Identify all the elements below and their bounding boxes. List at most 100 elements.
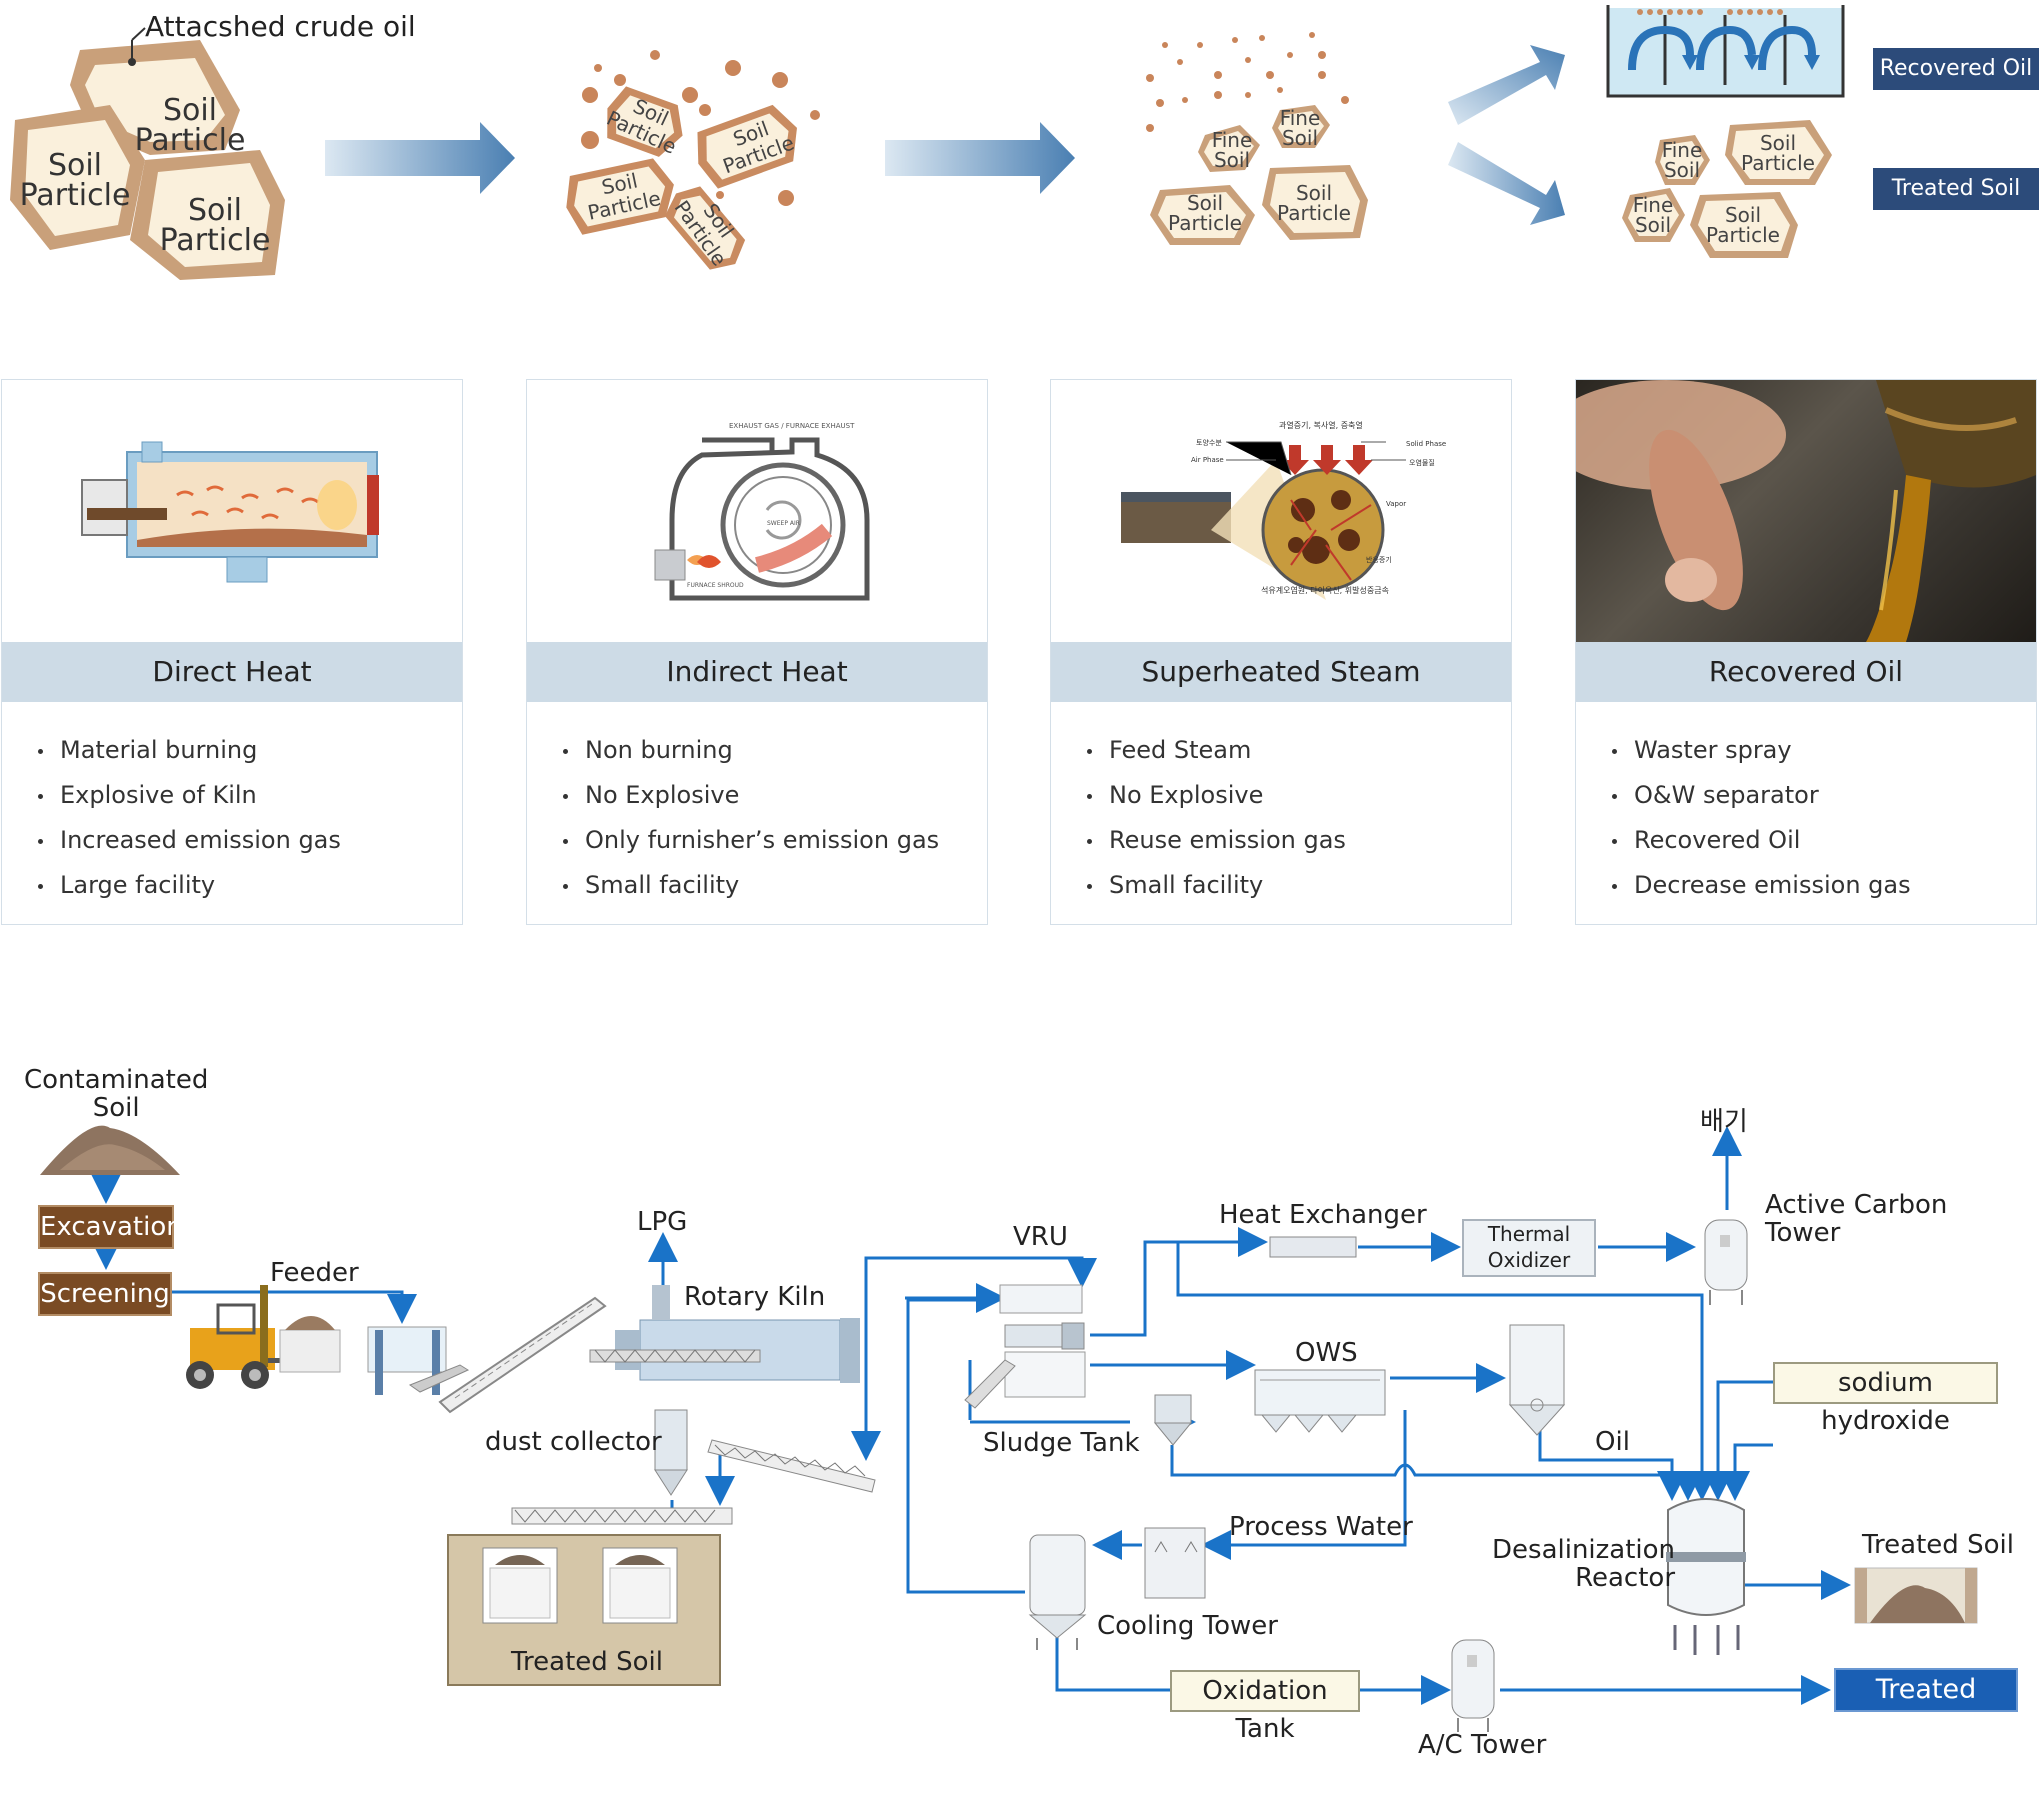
steam-right4-label: 반응증기 <box>1366 556 1392 564</box>
inclined-conveyor-icon <box>438 1296 607 1414</box>
cooling-tower-label: Cooling Tower <box>1097 1611 1278 1641</box>
treated-soil-pile-icon <box>1854 1567 1978 1624</box>
rotary-kiln-icon <box>589 1285 860 1383</box>
card-feature-list: Feed Steam No Explosive Reuse emission g… <box>1051 702 1511 908</box>
stage2-particles <box>566 50 820 270</box>
oil-separator-tank-icon <box>1606 5 1845 98</box>
ac-tower-label: A/C Tower <box>1418 1730 1547 1760</box>
treated-soil-storage-label: Treated Soil <box>511 1647 663 1677</box>
steam-right3-label: Vapor <box>1386 500 1407 508</box>
flow-arrow-up <box>1448 45 1565 125</box>
card-feature-list: Material burning Explosive of Kiln Incre… <box>2 702 462 908</box>
active-carbon-tower-icon <box>1704 1219 1748 1305</box>
steam-right2-label: 오염물질 <box>1409 459 1435 467</box>
card-direct-heat: Direct Heat Material burning Explosive o… <box>1 379 463 925</box>
oil-pour-photo <box>1576 380 2036 642</box>
card-feature: No Explosive <box>561 773 987 818</box>
desalinization-reactor-label: Desalinization Reactor <box>1492 1535 1676 1593</box>
vru-label: VRU <box>1013 1222 1068 1252</box>
card-feature: O&W separator <box>1610 773 2036 818</box>
contaminated-soil-label: Contaminated Soil <box>24 1065 209 1123</box>
flow-lines <box>91 1126 1851 1705</box>
excavation-step: Excavation <box>38 1205 183 1249</box>
steam-top-label: 과열증기, 복사열, 증축열 <box>1279 421 1363 430</box>
card-feature: Decrease emission gas <box>1610 863 2036 908</box>
process-flow-diagram <box>40 1125 1978 1732</box>
steam-right1-label: Solid Phase <box>1406 440 1447 448</box>
indirect-center-label: SWEEP AIR <box>767 520 800 527</box>
card-feature: Feed Steam <box>1085 728 1511 773</box>
card-feature: Material burning <box>36 728 462 773</box>
superheated-steam-illustration: 과열증기, 복사열, 증축열 토양수분 Air Phase Solid Phas… <box>1051 380 1511 642</box>
forklift-icon <box>186 1285 341 1389</box>
sludge-tank-label: Sludge Tank <box>983 1428 1140 1458</box>
screening-step: Screening <box>38 1272 172 1316</box>
treated-soil-right-label: Treated Soil <box>1862 1530 2014 1560</box>
card-feature-list: Non burning No Explosive Only furnisher’… <box>527 702 987 908</box>
stage3-particles <box>1146 32 1368 245</box>
flow-arrow-2 <box>885 122 1075 194</box>
active-carbon-tower-label: Active Carbon Tower <box>1765 1190 1948 1248</box>
card-recovered-oil: Recovered Oil Waster spray O&W separator… <box>1575 379 2037 925</box>
dust-collector-icon <box>654 1409 688 1496</box>
card-title: Recovered Oil <box>1576 642 2036 702</box>
ac-tower-icon <box>1451 1639 1495 1732</box>
card-feature: Large facility <box>36 863 462 908</box>
steam-left2-label: Air Phase <box>1191 456 1224 464</box>
sludge-tank-icon <box>1153 1394 1193 1446</box>
process-water-label: Process Water <box>1229 1512 1413 1542</box>
oxidation-tank-box: Oxidation Tank <box>1170 1670 1360 1744</box>
discharge-conveyor-icon <box>707 1439 876 1493</box>
card-title: Indirect Heat <box>527 642 987 702</box>
lpg-label: LPG <box>637 1207 688 1237</box>
recovered-oil-badge: Recovered Oil <box>1873 48 2039 90</box>
rotary-kiln-label: Rotary Kiln <box>684 1282 826 1312</box>
card-feature: No Explosive <box>1085 773 1511 818</box>
thermal-oxidizer-box: Thermal Oxidizer <box>1462 1219 1596 1277</box>
card-feature: Increased emission gas <box>36 818 462 863</box>
flow-arrow-down <box>1448 142 1565 225</box>
card-feature: Recovered Oil <box>1610 818 2036 863</box>
indirect-heat-illustration: EXHAUST GAS / FURNACE EXHAUST SWEEP AIR … <box>527 380 987 642</box>
flow-arrow-1 <box>325 122 515 194</box>
steam-bottom-label: 석유계오염원, 다이옥신, 휘발성중금속 <box>1261 586 1389 595</box>
oil-label: Oil <box>1595 1427 1630 1457</box>
card-feature: Only furnisher’s emission gas <box>561 818 987 863</box>
cooling-tower-icon <box>1144 1527 1206 1599</box>
dust-collector-label: dust collector <box>485 1427 662 1457</box>
card-feature: Waster spray <box>1610 728 2036 773</box>
attached-crude-oil-label: Attacshed crude oil <box>145 10 416 43</box>
contaminated-soil-pile-icon <box>40 1125 180 1175</box>
exhaust-label: 배기 <box>1700 1107 1748 1137</box>
indirect-top-label: EXHAUST GAS / FURNACE EXHAUST <box>729 422 855 430</box>
screw-conveyor-icon <box>511 1507 733 1525</box>
steam-left1-label: 토양수분 <box>1196 439 1222 447</box>
vru-unit-icon <box>964 1284 1086 1409</box>
treated-water-box: Treated Water <box>1834 1668 2018 1745</box>
indirect-bottom-label: FURNACE SHROUD <box>687 582 744 589</box>
card-feature-list: Waster spray O&W separator Recovered Oil… <box>1576 702 2036 908</box>
treated-soil-badge: Treated Soil <box>1873 168 2039 210</box>
ows-label: OWS <box>1295 1338 1358 1368</box>
card-indirect-heat: EXHAUST GAS / FURNACE EXHAUST SWEEP AIR … <box>526 379 988 925</box>
ows-separator-icon <box>1254 1369 1386 1433</box>
direct-heat-kiln-illustration <box>2 380 462 642</box>
desalinization-reactor-icon <box>1666 1498 1746 1655</box>
feeder-label: Feeder <box>270 1258 359 1288</box>
card-feature: Reuse emission gas <box>1085 818 1511 863</box>
stage2-label-1: SoilParticle <box>603 86 689 159</box>
sodium-hydroxide-box: sodium hydroxide <box>1773 1362 1998 1436</box>
card-title: Superheated Steam <box>1051 642 1511 702</box>
card-feature: Non burning <box>561 728 987 773</box>
process-water-tank-icon <box>1028 1534 1087 1650</box>
card-superheated-steam: 과열증기, 복사열, 증축열 토양수분 Air Phase Solid Phas… <box>1050 379 1512 925</box>
